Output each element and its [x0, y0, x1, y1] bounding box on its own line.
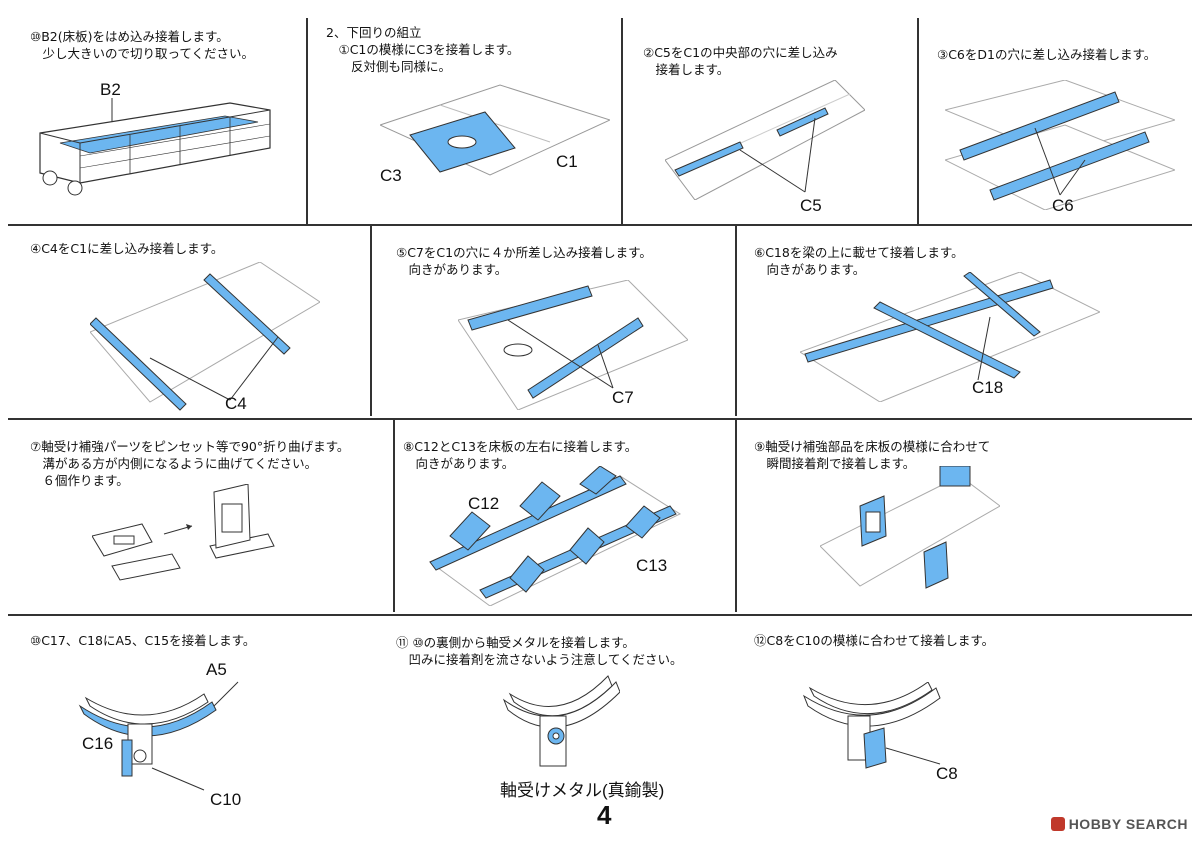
row-divider-3 [8, 614, 1192, 616]
col-divider [370, 226, 372, 416]
frame-c18-figure [800, 272, 1100, 402]
col-divider [621, 18, 623, 224]
part-label-c13: C13 [636, 556, 668, 575]
part-label-a5: A5 [206, 660, 227, 679]
part-label-c3: C3 [380, 166, 402, 185]
part-label-c5: C5 [800, 196, 822, 215]
part-label-c10: C10 [210, 790, 242, 809]
spring-assembly-c8-figure [802, 682, 941, 769]
step-instruction: ⑦軸受け補強パーツをピンセット等で90°折り曲げます。 溝がある方が内側になるよ… [30, 439, 350, 488]
step-instruction: ⑨軸受け補強部品を床板の模様に合わせて 瞬間接着剤で接着します。 [754, 439, 991, 471]
step-instruction: ③C6をD1の穴に差し込み接着します。 [937, 47, 1157, 62]
bearing-metal-figure [502, 675, 620, 767]
frame-c12-c13-figure [429, 466, 682, 606]
step-instruction: ⑧C12とC13を床板の左右に接着します。 向きがあります。 [403, 439, 638, 471]
spring-assembly-a5-figure [78, 681, 239, 791]
col-divider [735, 226, 737, 416]
frame-c6-figure [945, 80, 1175, 210]
part-label-c7: C7 [612, 388, 634, 407]
step-instruction: ⑤C7をC1の穴に４か所差し込み接着します。 向きがあります。 [396, 245, 652, 277]
step-instruction: ⑥C18を梁の上に載せて接着します。 向きがあります。 [754, 245, 964, 277]
watermark-text: HOBBY SEARCH [1068, 816, 1188, 832]
frame-c5-figure [665, 80, 865, 200]
watermark: HOBBY SEARCH [1050, 816, 1188, 832]
row-divider-1 [8, 224, 1192, 226]
step-instruction: 2、下回りの組立 ①C1の模様にC3を接着します。 反対側も同様に。 [326, 25, 520, 74]
part-label-c18: C18 [972, 378, 1004, 397]
row-divider-2 [8, 418, 1192, 420]
col-divider [735, 420, 737, 612]
part-label-bearing-metal: 軸受けメタル(真鍮製) [500, 781, 665, 800]
col-divider [393, 420, 395, 612]
watermark-logo-icon [1050, 817, 1065, 831]
part-label-c1: C1 [556, 152, 578, 171]
step-instruction: ④C4をC1に差し込み接着します。 [30, 241, 224, 256]
bearing-fold-figure [92, 484, 275, 581]
bearing-attach-figure [820, 466, 1000, 589]
part-label-c4: C4 [225, 394, 247, 413]
part-label-c8: C8 [936, 764, 958, 783]
frame-c7-figure [458, 280, 688, 410]
col-divider [917, 18, 919, 224]
part-label-c12: C12 [468, 494, 500, 513]
part-label-b2: B2 [100, 80, 121, 99]
step-instruction: ⑩C17、C18にA5、C15を接着します。 [30, 633, 256, 648]
page-number: 4 [597, 800, 612, 830]
part-label-c16: C16 [82, 734, 114, 753]
frame-c4-figure [90, 262, 320, 411]
col-divider [306, 18, 308, 224]
frame-c1-figure [380, 84, 610, 176]
step-instruction: ⑫C8をC10の模様に合わせて接着します。 [754, 633, 995, 648]
step-instruction: ⑪ ⑩の裏側から軸受メタルを接着します。 凹みに接着剤を流さないよう注意してくだ… [396, 635, 683, 667]
step-instruction: ②C5をC1の中央部の穴に差し込み 接着します。 [643, 45, 838, 77]
part-label-c6: C6 [1052, 196, 1074, 215]
step-instruction: ⑩B2(床板)をはめ込み接着します。 少し大きいので切り取ってください。 [30, 29, 255, 61]
wagon-body-figure [39, 98, 271, 196]
